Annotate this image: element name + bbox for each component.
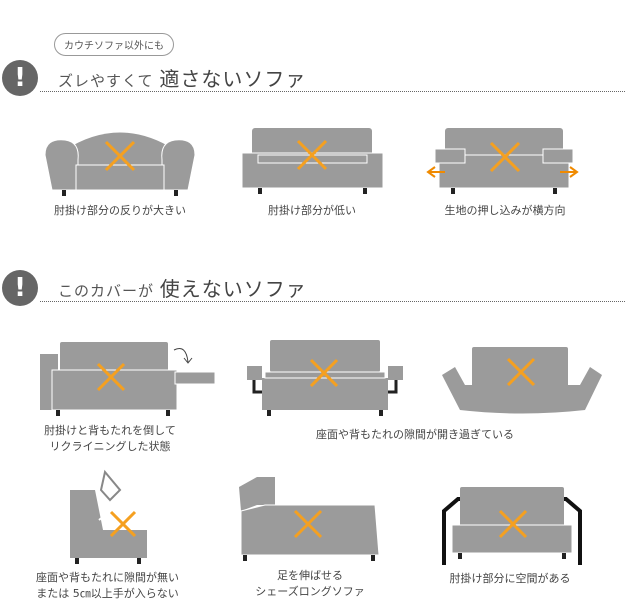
sofa-chaise-longue (239, 477, 380, 561)
item-label: 座面や背もたれの隙間が開き過ぎている (316, 428, 514, 441)
label-line: または 5㎝以上手が入らない (36, 587, 179, 600)
item-label: 肘掛け部分が低い (268, 204, 356, 217)
sofa-side-push (426, 128, 579, 194)
item-label: 生地の押し込みが横方向 (444, 204, 566, 217)
item-label: 肘掛け部分に空間がある (449, 572, 571, 585)
item-label: 足を伸ばせるシェーズロングソファ (225, 568, 395, 600)
label-line: シェーズロングソファ (255, 585, 365, 598)
title-small: このカバーが (58, 282, 155, 300)
sofa-open-arms (442, 487, 582, 565)
divider (40, 91, 625, 92)
label-line: 座面や背もたれに隙間が無い (36, 571, 179, 584)
label-line: リクライニングした状態 (49, 440, 171, 453)
title-small: ズレやすくて (58, 72, 154, 90)
exclamation-icon: ! (2, 60, 38, 96)
item-label: 肘掛け部分の反りが大きい (54, 204, 186, 217)
divider (40, 301, 625, 302)
label-line: 足を伸ばせる (277, 569, 343, 582)
title-big: 使えないソファ (159, 277, 307, 301)
item-label: 肘掛けと背もたれを倒してリクライニングした状態 (25, 423, 195, 455)
item-label: 座面や背もたれに隙間が無いまたは 5㎝以上手が入らない (20, 570, 195, 602)
sofa-low-arms (241, 128, 384, 194)
sofa-curved-base (442, 347, 602, 414)
section1-title: ズレやすくて 適さないソファ (58, 63, 306, 92)
label-line: 肘掛けと背もたれを倒して (44, 424, 176, 437)
sofa-reclined (40, 342, 216, 416)
sofa-no-gap (70, 469, 147, 564)
section2-title: このカバーが 使えないソファ (58, 273, 307, 302)
speech-bubble: カウチソファ以外にも (54, 33, 174, 56)
sofa-curved-arms (44, 132, 196, 196)
title-big: 適さないソファ (159, 67, 307, 91)
sofa-wide-gap (247, 340, 403, 416)
exclamation-icon: ! (2, 270, 38, 306)
